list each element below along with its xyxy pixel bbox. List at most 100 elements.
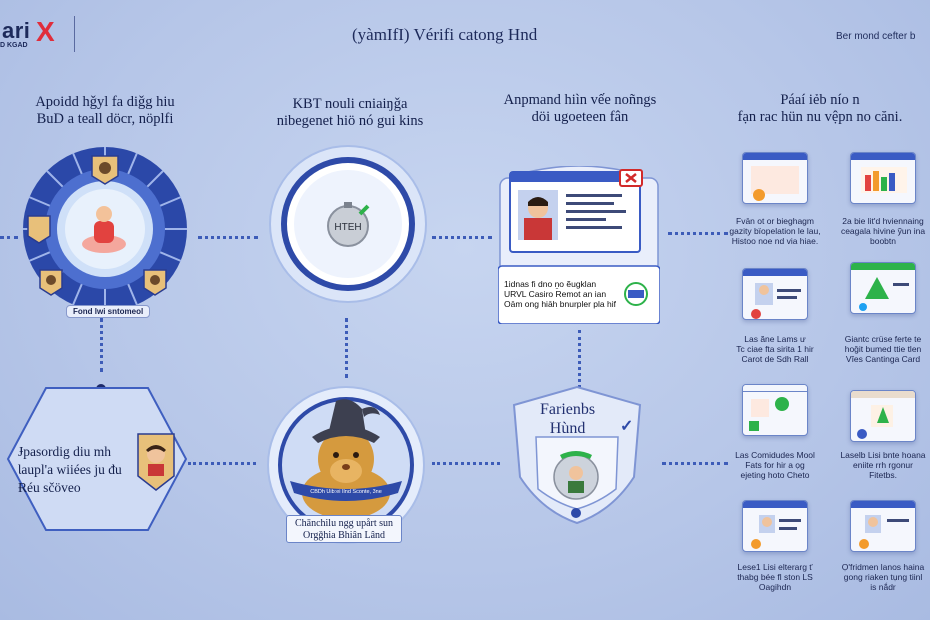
column-2-title: KBT nouli cniaiŋǧa nibegenet hiö nó gui … bbox=[262, 96, 438, 130]
page-title: (yàmIfI) Vérifi catong Hnd bbox=[352, 25, 538, 44]
shield-title-line2: Hùnd bbox=[549, 420, 586, 437]
grid-caption-3-line2: Tc ciae fta sirita 1 hir bbox=[736, 344, 814, 354]
column-4-title: Páaí iẻb nío n fạn rac hün nu vệpn no că… bbox=[730, 92, 910, 126]
hexagon-panel bbox=[6, 386, 188, 532]
character-badge: CBDh Uib:ei Ilnd Sconte, 3ne bbox=[266, 385, 426, 545]
document-caption: 1idnas fi dno ṉo ẽuɡklan URVL Casiro Rem… bbox=[504, 279, 628, 309]
tree-icon bbox=[865, 277, 889, 299]
checkmark-icon: ✓ bbox=[620, 418, 634, 435]
grid-caption-6-line1: Laselb Lisi bnte hoana bbox=[840, 450, 926, 460]
connector-shield-grid bbox=[662, 462, 728, 466]
blue-circle-icon bbox=[857, 429, 867, 439]
grid-card-5[interactable] bbox=[742, 384, 808, 436]
grid-caption-4-line2: hoǧit bumed ttie tlen bbox=[844, 344, 922, 354]
hexagon-text-line1: Ɉpasordig diu mh bbox=[18, 444, 111, 459]
shield-title: Farienbs Hùnd bbox=[540, 400, 595, 438]
orange-circle-icon bbox=[753, 189, 765, 201]
orange-dot-icon bbox=[859, 539, 869, 549]
green-square-icon bbox=[749, 421, 759, 431]
logo-subtitle: D KGAD bbox=[0, 42, 28, 49]
id-document-card: 1idnas fi dno ṉo ẽuɡklan URVL Casiro Rem… bbox=[497, 165, 661, 325]
wheel-label: Fond lwi sntomeol bbox=[66, 305, 151, 318]
grid-caption-2-line2: ceagala hivine ỹun ina bbox=[840, 226, 926, 236]
grid-card-4[interactable] bbox=[850, 262, 916, 314]
document-caption-line2: URVL Casiro Remot an ian bbox=[504, 289, 607, 299]
top-right-link[interactable]: Ber mond cefter b bbox=[836, 31, 916, 42]
column-3-title-line2: döi ugoeteen fân bbox=[531, 109, 629, 125]
connector-clock-down bbox=[345, 318, 349, 378]
column-2-title-line2: nibegenet hiö nó gui kins bbox=[276, 113, 424, 129]
grid-card-3[interactable] bbox=[742, 268, 808, 320]
column-2-title-line1: KBT nouli cniaiŋǧa bbox=[292, 96, 408, 112]
hexagon-text-line3: Ɍéu sčöveo bbox=[18, 480, 81, 495]
grid-caption-6: Laselb Lisi bnte hoana eniite rrh rgonur… bbox=[828, 450, 930, 480]
connector-wheel-down bbox=[100, 318, 104, 372]
connector-hat-shield bbox=[432, 462, 500, 466]
grid-caption-8: Ọ'fridmen lanos haina gong riaken tụng t… bbox=[828, 562, 930, 592]
hexagon-text: Ɉpasordig diu mh Ɩaupl'a wiiées ju đu Ɍé… bbox=[18, 443, 122, 497]
grid-caption-3: Las ăne Lams ư Tc ciae fta sirita 1 hir … bbox=[720, 334, 830, 364]
brand-logo[interactable]: ari X D KGAD bbox=[0, 16, 80, 58]
grid-caption-2: 2a bie lit'd hviennaing ceagala hivine ỹ… bbox=[828, 216, 930, 246]
grid-caption-8-line1: Ọ'fridmen lanos haina bbox=[841, 562, 925, 572]
grid-caption-2-line1: 2a bie lit'd hviennaing bbox=[842, 216, 924, 226]
grid-caption-8-line2: gong riaken tụng tiinl bbox=[843, 572, 923, 582]
grid-caption-7-line2: thabg bée fl ston LS bbox=[737, 572, 813, 582]
badge-banner-text: CBDh Uib:ei Ilnd Sconte, 3ne bbox=[310, 489, 382, 495]
orange-dot-icon bbox=[751, 539, 761, 549]
grid-caption-1-line3: Histoo noe nd via hiae. bbox=[731, 236, 819, 246]
hexagon-text-line2: Ɩaupl'a wiiées ju đu bbox=[18, 462, 122, 477]
top-bar: ari X D KGAD (yàmIfI) Vérifi catong Hnd … bbox=[0, 0, 930, 60]
character-caption-line1: Chānchilu ngg upårt sun bbox=[294, 518, 394, 529]
grid-caption-8-line3: is nắdr bbox=[870, 582, 896, 592]
bird-icon bbox=[859, 303, 867, 311]
grid-caption-7-line1: Lese1 Lisi elterarg ť bbox=[737, 562, 813, 572]
column-1-title-line2: BuD a teall döcr, nöplfi bbox=[36, 111, 174, 127]
grid-caption-1-line1: Fvān ot or bieghagm bbox=[736, 216, 814, 226]
column-4-title-line2: fạn rac hün nu vệpn no căni. bbox=[737, 109, 903, 125]
logo-text: ari bbox=[2, 18, 31, 43]
grid-card-7[interactable] bbox=[742, 500, 808, 552]
verified-shield bbox=[512, 385, 642, 525]
grid-caption-2-line3: boobtn bbox=[870, 236, 896, 246]
character-caption: Chānchilu ngg upårt sun Orgǧhia Bhiân Lâ… bbox=[286, 515, 402, 543]
connector-3-4 bbox=[668, 232, 728, 236]
grid-card-1[interactable] bbox=[742, 152, 808, 204]
grid-card-8[interactable] bbox=[850, 500, 916, 552]
grid-caption-5-line3: ejeting hoto Cheto bbox=[740, 470, 810, 480]
grid-caption-1-line2: gazity bïopelation le lau, bbox=[729, 226, 821, 236]
grid-card-2[interactable] bbox=[850, 152, 916, 204]
grid-caption-5: Las Comidudes Mool Fats for hir a ọg eje… bbox=[720, 450, 830, 480]
connector-hex-hat bbox=[188, 462, 256, 466]
grid-caption-4-line3: Vîes Cantinga Card bbox=[845, 354, 921, 364]
grid-card-6[interactable] bbox=[850, 390, 916, 442]
connector-1-2 bbox=[198, 236, 258, 240]
column-1-title-line1: Apoidd hǧyl fa diǧg hiu bbox=[35, 94, 175, 110]
grid-caption-4-line1: Giantc crüse ferte te bbox=[844, 334, 922, 344]
logo-x-mark: X bbox=[36, 16, 55, 47]
red-circle-icon bbox=[751, 309, 761, 319]
column-1-title: Apoidd hǧyl fa diǧg hiu BuD a teall döcr… bbox=[20, 94, 190, 128]
grid-caption-5-line2: Fats for hir a ọg bbox=[745, 460, 805, 470]
connector-left-edge bbox=[0, 236, 18, 240]
shield-title-line1: Farienbs bbox=[540, 401, 596, 418]
connector-doc-down bbox=[578, 330, 582, 388]
column-3-title: Anpmand hiìn vếe noñngs döi ugoeteen fân bbox=[492, 92, 668, 126]
clock-center-text: HTEH bbox=[334, 222, 361, 233]
grid-caption-3-line3: Carot de Sdh Rall bbox=[741, 354, 809, 364]
grid-caption-7-line3: Oagihdn bbox=[758, 582, 792, 592]
logo-divider bbox=[74, 16, 75, 52]
character-caption-line2: Orgǧhia Bhiân Lând bbox=[302, 530, 386, 541]
plant-icon bbox=[877, 407, 889, 423]
document-caption-line3: Oām ong hiāh bnurpler pla hif bbox=[504, 299, 616, 309]
grid-caption-6-line3: Fitetbs. bbox=[869, 470, 897, 480]
grid-caption-5-line1: Las Comidudes Mool bbox=[735, 450, 815, 460]
connector-2-3 bbox=[432, 236, 492, 240]
column-3-title-line1: Anpmand hiìn vếe noñngs bbox=[503, 92, 657, 108]
grid-caption-6-line2: eniite rrh rgonur bbox=[852, 460, 913, 470]
timer-clock: HTEH bbox=[268, 144, 428, 304]
green-check-icon bbox=[775, 397, 789, 411]
profile-wheel bbox=[22, 146, 188, 312]
grid-caption-7: Lese1 Lisi elterarg ť thabg bée fl ston … bbox=[720, 562, 830, 592]
grid-caption-3-line1: Las ăne Lams ư bbox=[744, 334, 806, 344]
